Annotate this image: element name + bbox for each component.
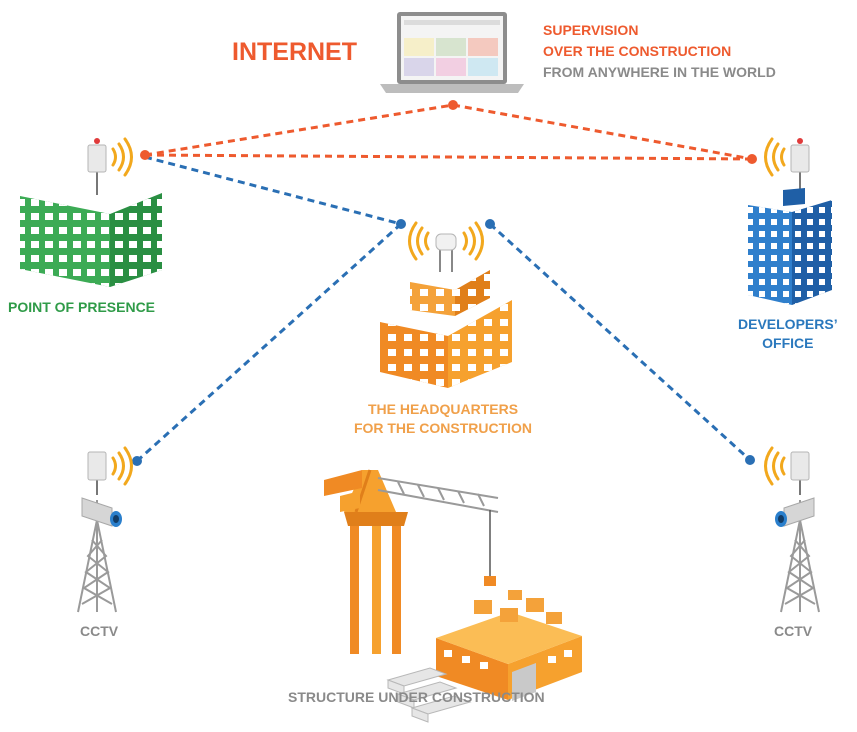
wireless-links [135, 155, 752, 463]
dev-office-label-line-2: OFFICE [762, 334, 814, 351]
cctv-left-antenna-icon [87, 451, 107, 495]
endpoint-dot [132, 456, 142, 466]
endpoint-dot [396, 219, 406, 229]
endpoint-dot [448, 100, 458, 110]
camera-icon [81, 497, 122, 527]
cctv-right-antenna-icon [790, 451, 810, 495]
hq-antenna-icon [435, 233, 457, 272]
supervision-line-2: OVER THE CONSTRUCTION [543, 43, 732, 59]
camera-icon [775, 497, 815, 527]
laptop-icon [380, 12, 524, 93]
hq-label: THE HEADQUARTERS FOR THE CONSTRUCTION [348, 400, 538, 438]
endpoint-dot [140, 150, 150, 160]
signal-waves-icon [408, 221, 484, 261]
supervision-line-1: SUPERVISION [543, 22, 639, 38]
internet-links [144, 103, 753, 161]
link-pop-internet [144, 103, 454, 157]
signal-waves-icon [764, 446, 786, 486]
link-hq-cctv-right [488, 222, 752, 462]
pop-antenna-icon [87, 138, 107, 195]
cctv-left-label: CCTV [80, 623, 119, 639]
pop-label: POINT OF PRESENCE [8, 299, 156, 315]
pop-building-icon [20, 193, 162, 287]
crane-icon [324, 469, 499, 654]
link-pop-dev [144, 153, 753, 161]
supervision-line-3: FROM ANYWHERE IN THE WORLD [543, 64, 776, 80]
dev-building-icon [748, 188, 832, 305]
supervision-caption: SUPERVISION OVER THE CONSTRUCTION FROM A… [543, 20, 776, 83]
hq-label-line-1: THE HEADQUARTERS [367, 401, 519, 417]
signal-waves-icon [111, 137, 133, 177]
hq-label-line-2: FOR THE CONSTRUCTION [353, 419, 533, 436]
endpoint-dot [747, 154, 757, 164]
dev-antenna-icon [790, 138, 810, 194]
internet-label: INTERNET [232, 38, 357, 66]
dev-office-label-line-1: DEVELOPERS’ [738, 316, 838, 332]
construction-site-icon [386, 590, 582, 723]
cctv-right-tower-icon [780, 500, 820, 613]
hq-building-icon [380, 270, 512, 388]
endpoint-dot [745, 455, 755, 465]
link-pop-hq [144, 155, 402, 226]
link-endpoints [132, 100, 757, 466]
structure-label: STRUCTURE UNDER CONSTRUCTION [288, 689, 545, 705]
dev-office-label: DEVELOPERS’ OFFICE [738, 315, 838, 353]
signal-waves-icon [764, 137, 786, 177]
signal-waves-icon [111, 446, 133, 486]
endpoint-dot [485, 219, 495, 229]
link-internet-dev [452, 103, 753, 161]
cctv-right-label: CCTV [774, 623, 813, 639]
